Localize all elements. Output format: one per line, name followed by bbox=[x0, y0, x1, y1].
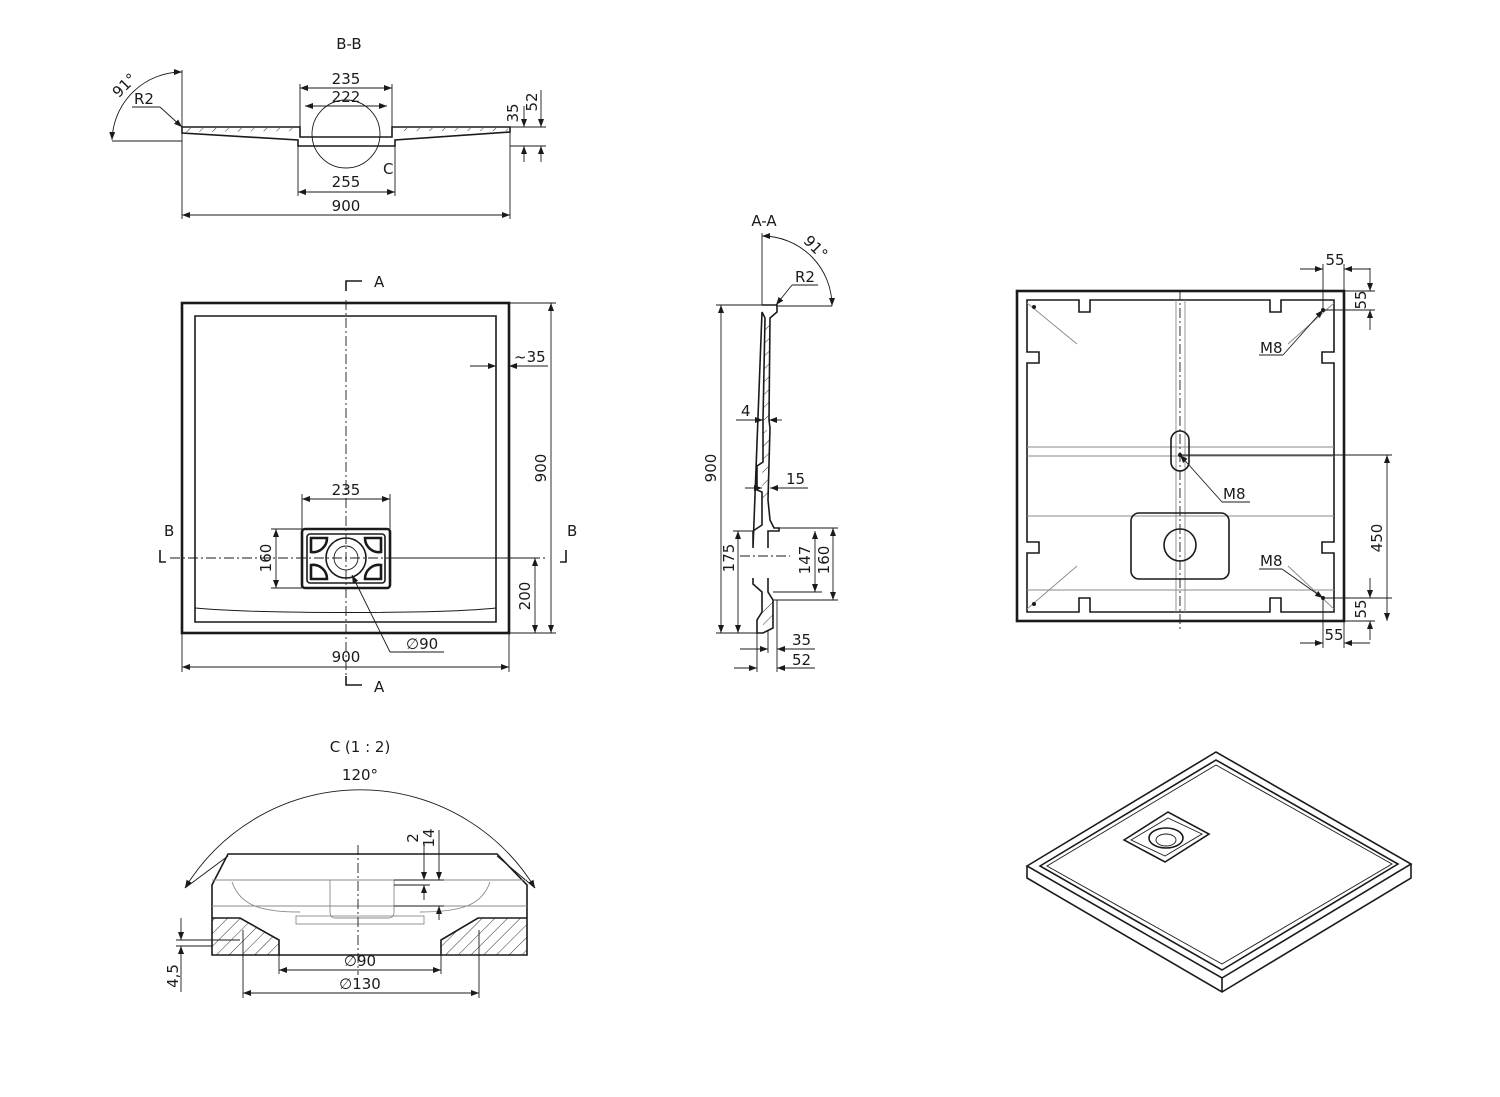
detail-c-dim-2: 2 bbox=[404, 833, 422, 843]
detail-c-view: C (1 : 2) 120° 2 14 4,5 bbox=[164, 738, 536, 998]
detail-c-title: C (1 : 2) bbox=[330, 738, 391, 756]
detail-c-dim-diameter-90: ∅90 bbox=[344, 952, 376, 970]
bb-dim-255: 255 bbox=[332, 173, 361, 191]
iso-top-outline bbox=[1025, 751, 1413, 979]
plan-dim-diameter-90: ∅90 bbox=[406, 635, 438, 653]
aa-dim-52: 52 bbox=[792, 651, 811, 669]
section-bb-view: B-B C 235 222 255 900 35 52 bbox=[109, 35, 546, 219]
iso-side-outline bbox=[1026, 864, 1412, 993]
plan-cut-a-bottom-label: A bbox=[374, 678, 385, 696]
aa-dim-4: 4 bbox=[741, 402, 751, 420]
plan-slope-line bbox=[194, 607, 497, 613]
detail-c-angle-120: 120° bbox=[342, 766, 378, 784]
bb-dim-222: 222 bbox=[332, 88, 361, 106]
plan-drain-grate bbox=[300, 527, 392, 590]
plan-view: A A B B ~35 900 200 235 160 900 bbox=[159, 273, 577, 696]
bottom-m8-center: M8 bbox=[1223, 485, 1246, 503]
plan-dim-235: 235 bbox=[332, 481, 361, 499]
section-aa-view: A-A 900 175 4 15 147 160 bbox=[702, 212, 838, 672]
iso-inner-rim bbox=[1038, 759, 1400, 971]
bb-detail-label: C bbox=[383, 160, 393, 178]
bb-detail-circle bbox=[311, 99, 381, 169]
bottom-dim-55-right-bottom: 55 bbox=[1352, 599, 1370, 618]
bb-dim-35: 35 bbox=[504, 103, 522, 122]
bb-dim-900: 900 bbox=[332, 197, 361, 215]
plan-cut-a-top-label: A bbox=[374, 273, 385, 291]
bb-dim-52: 52 bbox=[523, 92, 541, 111]
aa-radius-r2: R2 bbox=[795, 268, 815, 286]
detail-c-hatch-right bbox=[441, 918, 527, 955]
bottom-m8-bottom: M8 bbox=[1260, 552, 1283, 570]
plan-inner-edge bbox=[194, 315, 497, 623]
section-aa-title: A-A bbox=[751, 212, 777, 230]
plan-dim-160: 160 bbox=[257, 544, 275, 573]
aa-dim-160: 160 bbox=[815, 546, 833, 575]
plan-outer-edge bbox=[180, 301, 511, 635]
isometric-view bbox=[1025, 751, 1413, 993]
bottom-dim-450: 450 bbox=[1368, 524, 1386, 553]
bottom-dim-55-bottom: 55 bbox=[1324, 626, 1343, 644]
aa-dim-15: 15 bbox=[786, 470, 805, 488]
detail-c-dim-4-5: 4,5 bbox=[164, 964, 182, 988]
bb-hatch-right bbox=[394, 128, 508, 131]
plan-dim-900-horizontal: 900 bbox=[332, 648, 361, 666]
detail-c-dim-diameter-130: ∅130 bbox=[339, 975, 381, 993]
plan-dim-35: ~35 bbox=[514, 348, 546, 366]
aa-dim-147: 147 bbox=[796, 546, 814, 575]
iso-drain bbox=[1122, 811, 1211, 863]
bb-radius-r2: R2 bbox=[134, 90, 154, 108]
bottom-m8-top: M8 bbox=[1260, 339, 1283, 357]
aa-dim-35: 35 bbox=[792, 631, 811, 649]
detail-c-dim-14: 14 bbox=[420, 828, 438, 847]
detail-c-hatch-left bbox=[212, 918, 279, 955]
plan-cut-b-right-label: B bbox=[567, 522, 577, 540]
bottom-dim-55-right-top: 55 bbox=[1352, 290, 1370, 309]
plan-dim-200: 200 bbox=[516, 582, 534, 611]
bottom-view: M8 M8 M8 55 55 450 55 55 bbox=[1015, 251, 1392, 648]
bottom-slot bbox=[1170, 430, 1190, 472]
aa-dim-900: 900 bbox=[702, 454, 720, 483]
bottom-frame bbox=[1026, 299, 1335, 613]
bottom-dim-55-top: 55 bbox=[1325, 251, 1344, 269]
aa-angle-91: 91° bbox=[800, 232, 832, 264]
plan-drain-hole bbox=[325, 537, 367, 579]
plan-cut-a-top bbox=[345, 280, 362, 291]
bb-hatch-left bbox=[184, 128, 298, 132]
aa-dim-175: 175 bbox=[720, 544, 738, 573]
section-bb-title: B-B bbox=[336, 35, 361, 53]
plan-cut-b-left-label: B bbox=[164, 522, 174, 540]
bottom-outer-edge bbox=[1015, 289, 1346, 623]
plan-dim-900-vertical: 900 bbox=[532, 454, 550, 483]
bb-dim-235: 235 bbox=[332, 70, 361, 88]
